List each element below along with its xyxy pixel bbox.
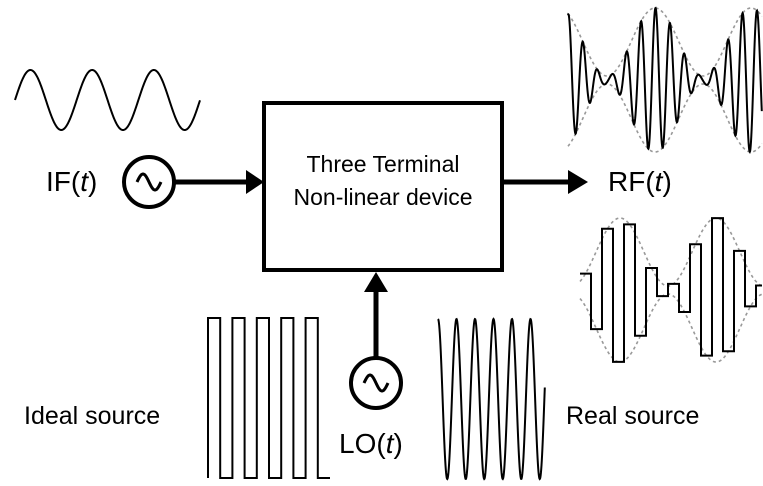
nonlinear-device-block	[262, 101, 504, 272]
lo-label-suffix: )	[393, 428, 403, 459]
ideal-square-waveform	[207, 317, 330, 479]
if-label-prefix: IF(	[46, 166, 81, 197]
rf-square-envelope-bottom	[579, 293, 763, 363]
device-label-line1: Three Terminal	[306, 151, 460, 177]
lo-source-icon	[349, 356, 403, 410]
if-sine-waveform	[14, 68, 201, 132]
rf-label: RF(t)	[608, 166, 672, 198]
rf-label-var: t	[654, 166, 663, 197]
ideal-source-label: Ideal source	[24, 402, 161, 430]
if-label-var: t	[80, 166, 88, 197]
device-block-label: Three Terminal Non-linear device	[265, 148, 501, 214]
rf-square-modulated-waveform	[580, 217, 762, 363]
if-source-icon	[122, 155, 176, 209]
rf-label-suffix: )	[662, 166, 672, 197]
if-label: IF(t)	[46, 166, 97, 198]
if-label-suffix: )	[88, 166, 98, 197]
rf-sine-modulated-waveform	[567, 6, 763, 155]
if-arrowhead-icon	[246, 170, 264, 194]
lo-label: LO(t)	[339, 428, 403, 460]
rf-label-prefix: RF(	[608, 166, 655, 197]
device-label-line2: Non-linear device	[293, 184, 473, 210]
rf-sine-envelope-top	[567, 7, 763, 77]
lo-label-prefix: LO(	[339, 428, 386, 459]
lo-label-var: t	[385, 428, 394, 459]
rf-sine-envelope-bottom	[567, 83, 763, 153]
rf-arrowhead-icon	[568, 170, 588, 194]
real-sine-waveform	[437, 317, 546, 481]
real-source-label: Real source	[566, 402, 700, 430]
rf-square-envelope-top	[579, 217, 763, 287]
lo-arrowhead-icon	[364, 272, 388, 292]
